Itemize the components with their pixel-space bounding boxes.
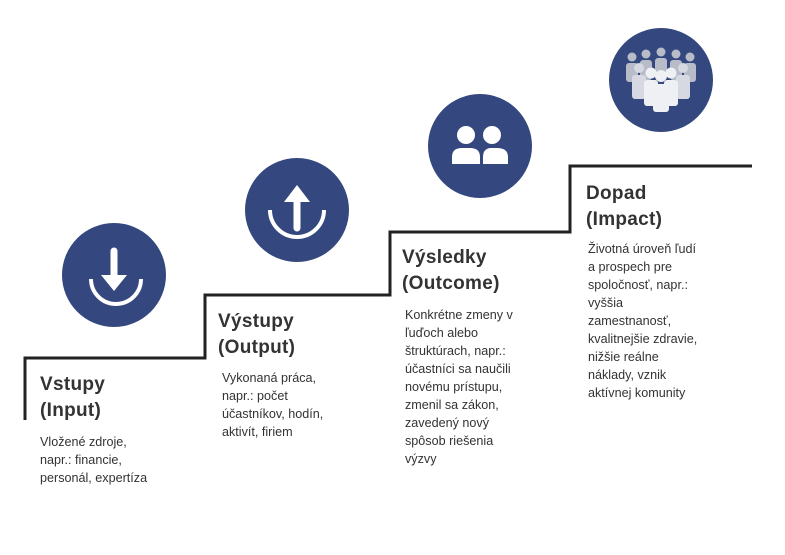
step-title-sub: (Input) bbox=[40, 400, 102, 421]
outcome-icon-circle bbox=[428, 94, 532, 198]
output-icon-circle bbox=[245, 158, 349, 262]
upload-arrow-icon bbox=[268, 185, 326, 239]
download-arrow-icon bbox=[89, 247, 143, 306]
crowd-icon bbox=[626, 47, 696, 112]
step-title-impact: Dopad (Impact) bbox=[586, 181, 662, 233]
step-title-sub: (Impact) bbox=[586, 209, 663, 230]
step-title-sub: (Output) bbox=[218, 337, 296, 358]
step-description-input: Vložené zdroje, napr.: financie, personá… bbox=[40, 435, 148, 485]
step-title-main: Dopad bbox=[586, 183, 647, 204]
step-title-input: Vstupy (Input) bbox=[40, 372, 105, 424]
input-icon-circle bbox=[62, 223, 166, 327]
step-title-main: Výstupy bbox=[218, 311, 295, 332]
step-title-main: Vstupy bbox=[40, 374, 106, 395]
step-description-impact: Životná úroveň ľudí a prospech pre spolo… bbox=[588, 242, 698, 400]
step-description-outcome: Konkrétne zmeny v ľuďoch alebo štruktúra… bbox=[405, 308, 513, 466]
impact-icon-circle bbox=[609, 28, 713, 132]
step-title-outcome: Výsledky (Outcome) bbox=[402, 245, 500, 297]
step-title-output: Výstupy (Output) bbox=[218, 309, 295, 361]
two-people-icon bbox=[452, 126, 508, 164]
step-title-main: Výsledky bbox=[402, 247, 487, 268]
step-title-sub: (Outcome) bbox=[402, 273, 500, 294]
step-description-output: Vykonaná práca, napr.: počet účastníkov,… bbox=[222, 371, 324, 439]
